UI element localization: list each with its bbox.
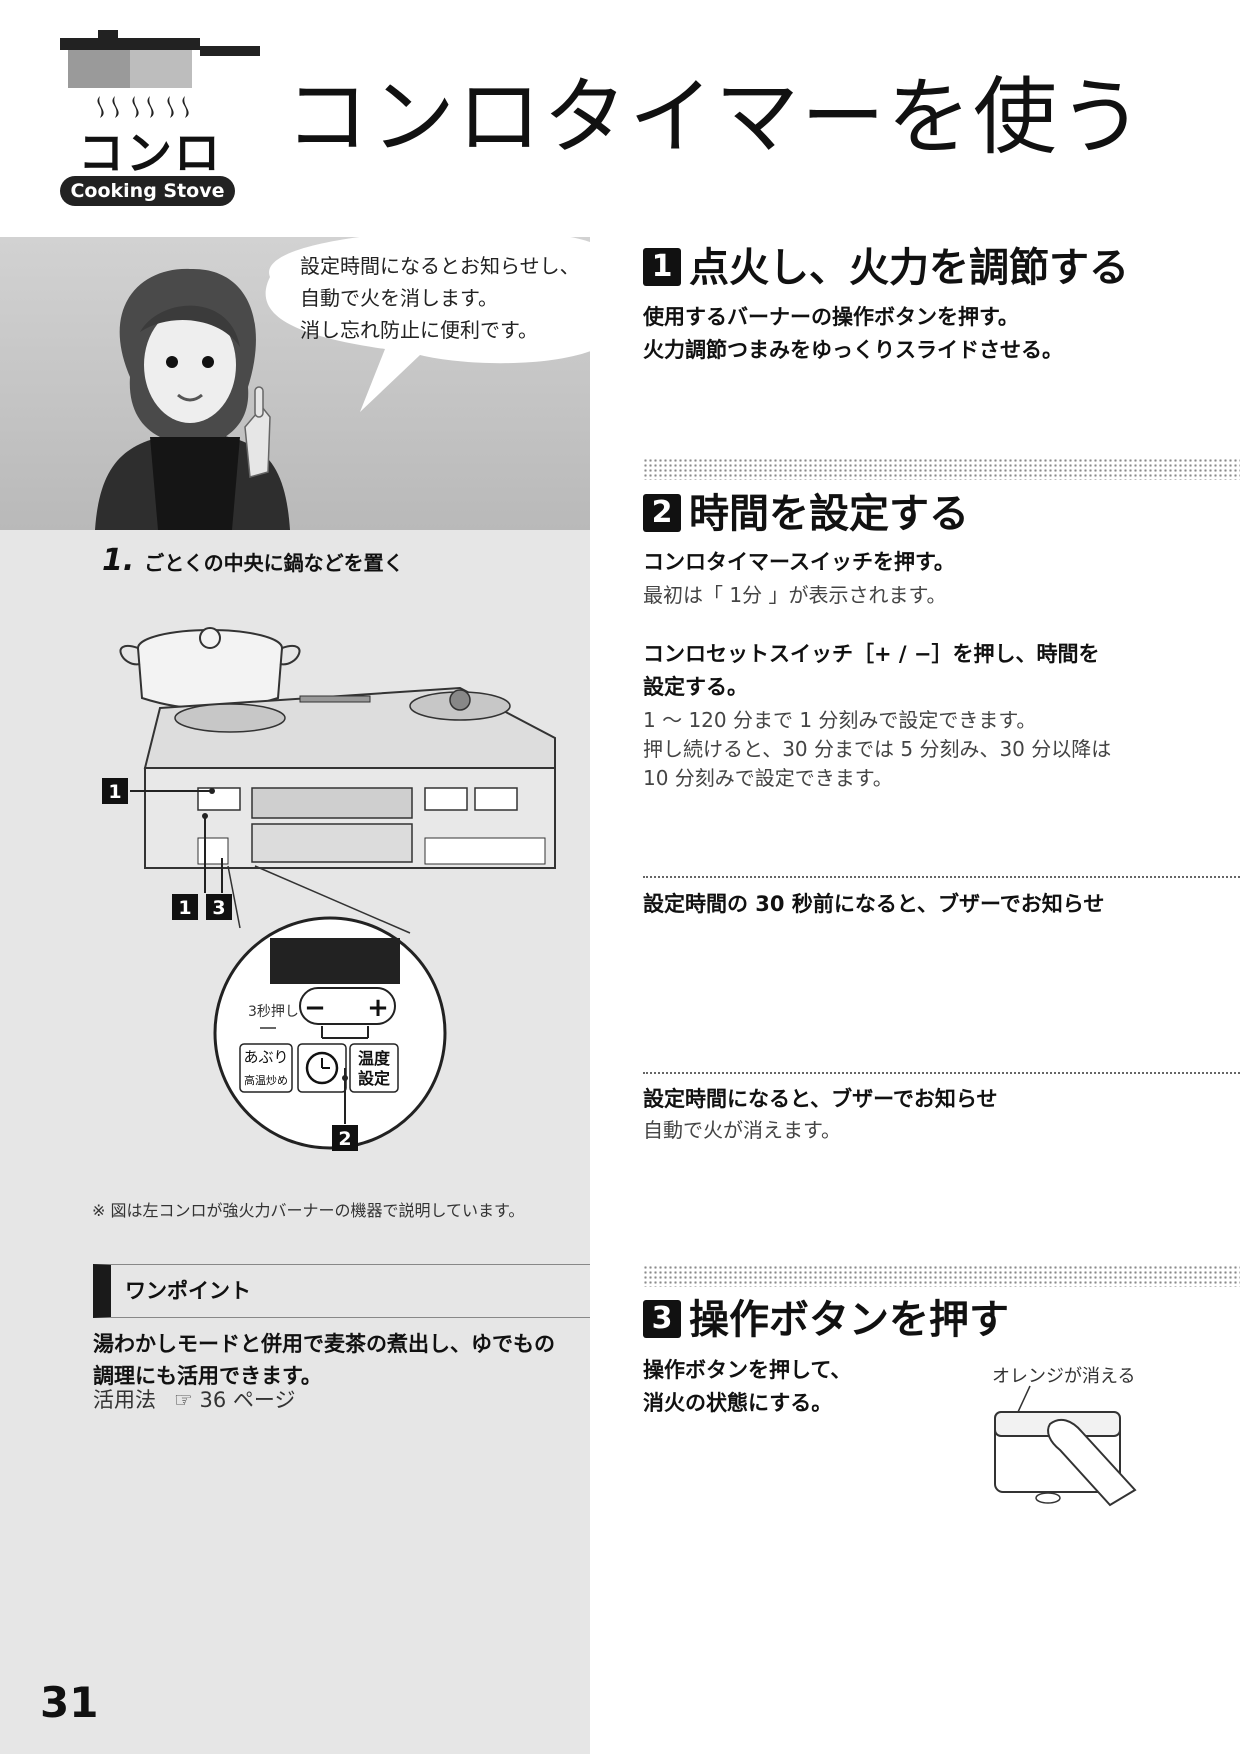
step-2-d-text: 自動で火が消えます。: [643, 1118, 841, 1142]
logo-subtitle: Cooking Stove: [60, 176, 235, 206]
callout-1-top: 1: [108, 781, 121, 803]
step-1-text: ごとくの中央に鍋などを置く: [144, 551, 404, 575]
bubble-line: 設定時間になるとお知らせし、: [300, 254, 580, 278]
callout-2: 2: [338, 1128, 351, 1150]
minus-button: −: [304, 993, 326, 1023]
step-3-text: 操作ボタンを押して、 消火の状態にする。: [643, 1354, 851, 1420]
step-title: 点火し、火力を調節する: [689, 245, 1129, 291]
ref-label: 活用法: [93, 1388, 156, 1412]
step-2-a-bold: コンロタイマースイッチを押す。: [643, 550, 955, 574]
step-title: 時間を設定する: [689, 491, 969, 537]
section-divider: [643, 458, 1240, 480]
category-logo: コンロ Cooking Stove: [60, 28, 260, 208]
callout-1-bottom: 1: [178, 897, 191, 919]
text-line: 押し続けると、30 分までは 5 分刻み、30 分以降は: [643, 737, 1112, 761]
high-heat-label: 高温炒め: [244, 1073, 288, 1087]
temp-label: 温度: [357, 1049, 391, 1068]
section-divider: [643, 1265, 1240, 1287]
text-line: 1 ～ 120 分まで 1 分刻みで設定できます。: [643, 708, 1037, 732]
text-line: 消火の状態にする。: [643, 1391, 833, 1415]
dotted-divider: [643, 1072, 1240, 1074]
step-2-b-bold: コンロセットスイッチ［+ / −］を押し、時間を 設定する。: [643, 638, 1099, 704]
dotted-divider: [643, 876, 1240, 878]
finger-icon: [1047, 1418, 1137, 1507]
one-point-reference: 活用法 ☞ 36 ページ: [93, 1384, 313, 1414]
text-line: 設定する。: [643, 675, 748, 699]
step-1-instruction: 1. ごとくの中央に鍋などを置く: [102, 543, 404, 578]
woman-illustration: [95, 237, 590, 530]
step-title: 操作ボタンを押す: [689, 1297, 1009, 1343]
diagram-note: ※ 図は左コンロが強火力バーナーの機器で説明しています。: [92, 1201, 525, 1220]
step-badge: 2: [643, 494, 681, 532]
text-line: 使用するバーナーの操作ボタンを押す。: [643, 305, 1019, 329]
text-line: 操作ボタンを押して、: [643, 1358, 852, 1382]
text-line: 火力調節つまみをゆっくりスライドさせる。: [643, 338, 1063, 362]
step-1-number: 1.: [102, 543, 135, 578]
step-2-b-text: 1 ～ 120 分まで 1 分刻みで設定できます。 押し続けると、30 分までは…: [643, 706, 1111, 793]
step-badge: 1: [643, 248, 681, 286]
text-line: コンロセットスイッチ［+ / −］を押し、時間を: [643, 642, 1100, 666]
pot-steam-icon: [60, 30, 260, 118]
orange-off-caption: オレンジが消える: [992, 1366, 1136, 1387]
stove-diagram: 1 1 3 3秒押し − + あぶり 高温炒め 温度 設定 2: [102, 627, 556, 1151]
press-button-illustration: [994, 1385, 1137, 1507]
logo-title: コンロ: [78, 126, 222, 180]
plus-button: +: [367, 993, 389, 1023]
set-label: 設定: [358, 1069, 390, 1088]
ref-page-link[interactable]: ☞ 36 ページ: [174, 1388, 296, 1412]
intro-illustration: [0, 237, 590, 530]
one-point-heading: ワンポイント: [93, 1264, 590, 1318]
one-point-body: 湯わかしモードと併用で麦茶の煮出し、ゆでもの調理にも活用できます。: [93, 1332, 555, 1388]
bubble-line: 消し忘れ防止に便利です。: [300, 318, 538, 342]
step-2-a-text: 最初は「 1分 」が表示されます。: [643, 583, 947, 607]
step-2-d-bold: 設定時間になると、ブザーでお知らせ: [643, 1087, 998, 1111]
bubble-line: 自動で火を消します。: [300, 286, 498, 310]
step-2-c-bold: 設定時間の 30 秒前になると、ブザーでお知らせ: [643, 892, 1105, 916]
page-title: コンロタイマーを使う: [285, 68, 1146, 166]
step-badge: 3: [643, 1300, 681, 1338]
speech-bubble-text: 設定時間になるとお知らせし、 自動で火を消します。 消し忘れ防止に便利です。: [300, 250, 580, 346]
step-1-text: 使用するバーナーの操作ボタンを押す。 火力調節つまみをゆっくりスライドさせる。: [643, 301, 1063, 367]
page-number: 31: [40, 1678, 99, 1727]
aburi-label: あぶり: [243, 1048, 288, 1066]
press-3sec-label: 3秒押し: [248, 1004, 299, 1020]
text-line: 10 分刻みで設定できます。: [643, 766, 893, 790]
callout-3: 3: [212, 897, 225, 919]
